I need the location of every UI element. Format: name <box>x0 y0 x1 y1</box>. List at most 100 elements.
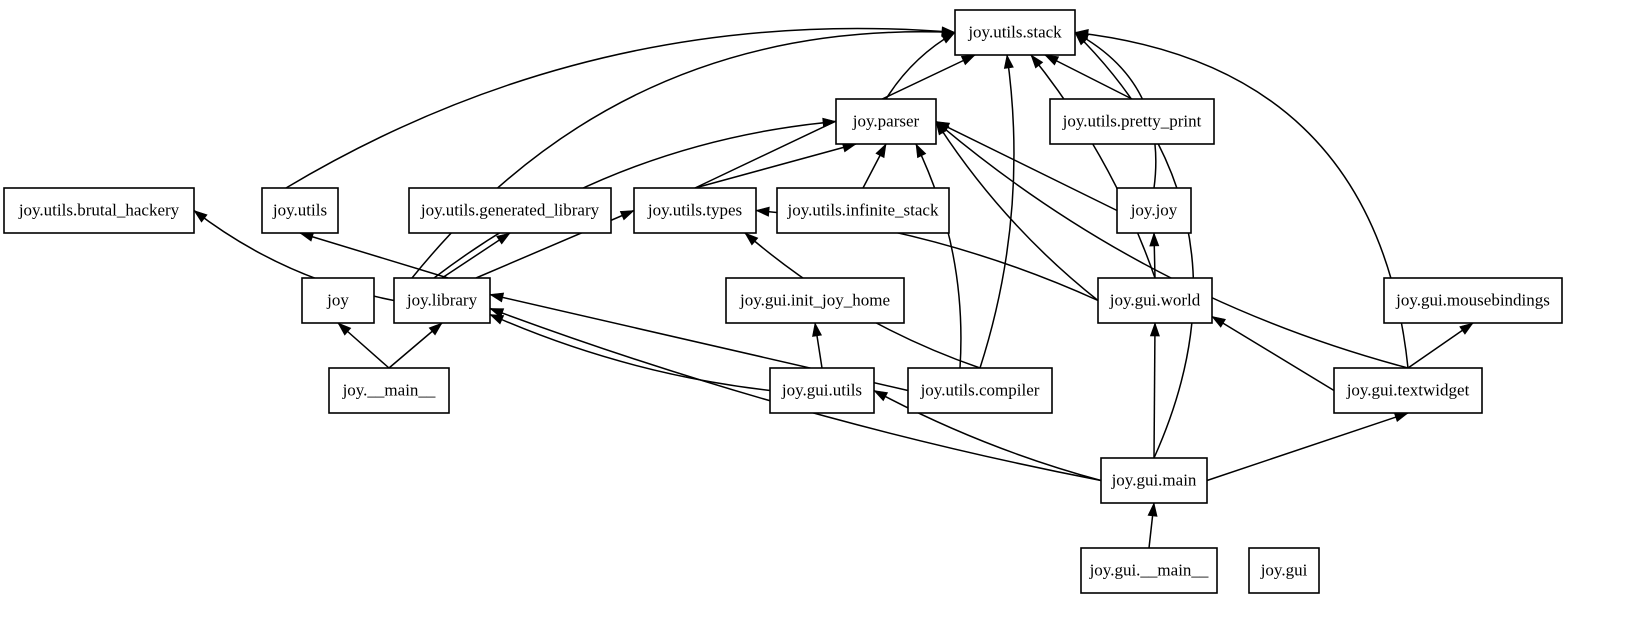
node-label-brutal_hackery: joy.utils.brutal_hackery <box>18 200 180 219</box>
node-label-world: joy.gui.world <box>1109 290 1201 309</box>
edge-arrowhead <box>489 314 505 325</box>
edge-gui_utils-to-library <box>489 313 771 392</box>
edge-library-to-utils <box>299 232 449 279</box>
edge-arrowhead <box>1149 322 1160 337</box>
edge-gui_main-to-textwidget <box>1206 412 1409 482</box>
node-textwidget[interactable]: joy.gui.textwidget <box>1333 367 1483 414</box>
edge-types-to-parser <box>694 143 857 189</box>
edge-textwidget-to-world <box>1211 315 1335 392</box>
node-main_joy[interactable]: joy.__main__ <box>328 367 450 414</box>
node-box-parser[interactable] <box>835 98 937 145</box>
node-layer: joy.utils.stack joy.parser joy.utils.prett… <box>3 9 1563 594</box>
edge-arrowhead <box>1459 322 1474 335</box>
node-init_joy_home[interactable]: joy.gui.init_joy_home <box>725 277 905 324</box>
node-box-gui_main[interactable] <box>1100 457 1208 504</box>
node-mousebindings[interactable]: joy.gui.mousebindings <box>1383 277 1563 324</box>
node-utils[interactable]: joy.utils <box>261 187 339 234</box>
edge-parser-to-stack <box>885 31 956 100</box>
edge-gui_main-to-world <box>1153 322 1156 459</box>
edge-arrowhead <box>873 390 889 402</box>
node-box-mousebindings[interactable] <box>1383 277 1563 324</box>
node-types[interactable]: joy.utils.types <box>633 187 757 234</box>
edge-world-to-parser <box>935 121 1099 302</box>
node-box-brutal_hackery[interactable] <box>3 187 195 234</box>
edge-arrowhead <box>1393 412 1409 422</box>
node-gui[interactable]: joy.gui <box>1248 547 1320 594</box>
edge-compiler-to-stack <box>979 54 1015 369</box>
node-label-generated_library: joy.utils.generated_library <box>420 200 600 219</box>
node-box-types[interactable] <box>633 187 757 234</box>
node-joy[interactable]: joy <box>301 277 375 324</box>
node-infinite_stack[interactable]: joy.utils.infinite_stack <box>776 187 950 234</box>
node-gui_main[interactable]: joy.gui.main <box>1100 457 1208 504</box>
node-brutal_hackery[interactable]: joy.utils.brutal_hackery <box>3 187 195 234</box>
node-world[interactable]: joy.gui.world <box>1097 277 1213 324</box>
edge-gui_main-to-stack <box>1074 31 1195 459</box>
node-stack[interactable]: joy.utils.stack <box>954 9 1076 56</box>
edge-arrowhead <box>935 120 950 134</box>
node-label-stack: joy.utils.stack <box>967 22 1062 41</box>
node-box-gui_main_module[interactable] <box>1080 547 1218 594</box>
edge-arrowhead <box>193 209 208 223</box>
edge-arrowhead <box>1147 502 1158 517</box>
node-compiler[interactable]: joy.utils.compiler <box>907 367 1053 414</box>
edge-library-to-stack <box>411 31 956 279</box>
node-label-gui_utils: joy.gui.utils <box>781 380 862 399</box>
edge-arrowhead <box>755 206 770 217</box>
node-box-joy[interactable] <box>301 277 375 324</box>
node-box-init_joy_home[interactable] <box>725 277 905 324</box>
node-box-stack[interactable] <box>954 9 1076 56</box>
node-box-compiler[interactable] <box>907 367 1053 414</box>
edge-utils-to-stack <box>285 27 956 189</box>
node-box-gui[interactable] <box>1248 547 1320 594</box>
node-label-library: joy.library <box>406 290 478 309</box>
node-label-parser: joy.parser <box>852 111 920 130</box>
node-label-utils: joy.utils <box>272 200 327 219</box>
edge-arrowhead <box>822 117 837 128</box>
node-box-library[interactable] <box>393 277 491 324</box>
edge-arrowhead <box>812 322 823 337</box>
edge-arrowhead <box>1074 28 1089 39</box>
node-box-textwidget[interactable] <box>1333 367 1483 414</box>
node-parser[interactable]: joy.parser <box>835 98 937 145</box>
node-label-gui: joy.gui <box>1260 560 1308 579</box>
edge-pretty_print-to-stack <box>1044 54 1133 100</box>
edge-library-to-parser <box>433 120 837 279</box>
node-label-init_joy_home: joy.gui.init_joy_home <box>739 290 890 309</box>
edge-arrowhead <box>1149 232 1160 247</box>
edge-arrowhead <box>744 232 759 246</box>
edge-gui_main-to-gui_utils <box>873 389 1102 482</box>
node-box-generated_library[interactable] <box>408 187 612 234</box>
node-gui_utils[interactable]: joy.gui.utils <box>769 367 875 414</box>
node-joyjoy[interactable]: joy.joy <box>1116 187 1192 234</box>
node-generated_library[interactable]: joy.utils.generated_library <box>408 187 612 234</box>
node-box-joyjoy[interactable] <box>1116 187 1192 234</box>
node-label-mousebindings: joy.gui.mousebindings <box>1395 290 1550 309</box>
node-label-types: joy.utils.types <box>647 200 742 219</box>
node-label-compiler: joy.utils.compiler <box>920 380 1040 399</box>
edge-arrowhead <box>496 232 511 245</box>
edge-arrowhead <box>1211 316 1226 328</box>
edge-arrowhead <box>428 322 443 336</box>
edge-textwidget-to-parser <box>935 120 1409 369</box>
node-box-world[interactable] <box>1097 277 1213 324</box>
edge-arrowhead <box>1003 54 1014 69</box>
edge-arrowhead <box>619 210 635 221</box>
node-gui_main_module[interactable]: joy.gui.__main__ <box>1080 547 1218 594</box>
node-label-main_joy: joy.__main__ <box>342 380 436 399</box>
node-label-joy: joy <box>326 290 349 309</box>
node-pretty_print[interactable]: joy.utils.pretty_print <box>1049 98 1215 145</box>
node-box-utils[interactable] <box>261 187 339 234</box>
node-box-gui_utils[interactable] <box>769 367 875 414</box>
edge-compiler-to-parser <box>915 143 962 369</box>
edge-arrowhead <box>941 26 956 37</box>
node-label-pretty_print: joy.utils.pretty_print <box>1062 111 1202 130</box>
edge-arrowhead <box>1044 54 1060 66</box>
node-box-pretty_print[interactable] <box>1049 98 1215 145</box>
node-library[interactable]: joy.library <box>393 277 491 324</box>
edge-arrowhead <box>489 292 505 303</box>
node-box-main_joy[interactable] <box>328 367 450 414</box>
node-box-infinite_stack[interactable] <box>776 187 950 234</box>
